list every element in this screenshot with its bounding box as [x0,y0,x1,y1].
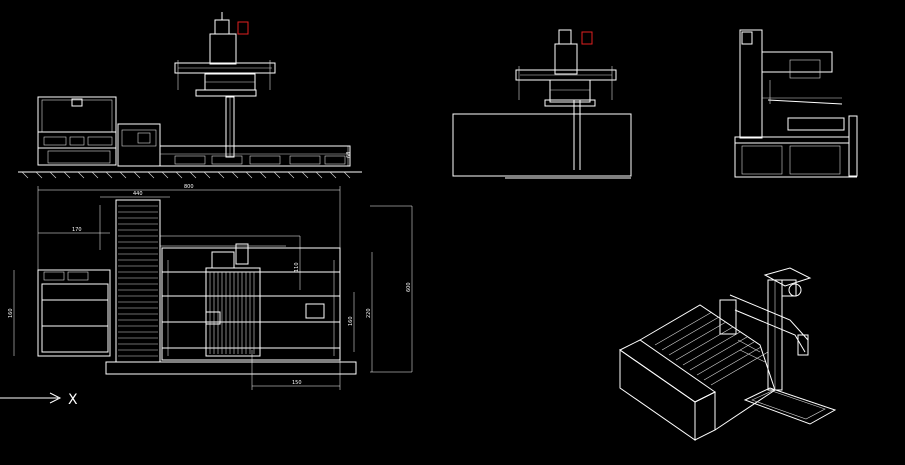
inner-height-dimension: 160 [348,316,354,326]
front-elevation-view: 68 [18,12,362,179]
x-axis-label: X [68,392,78,408]
end-elevation-view [734,29,858,178]
plan-view: 800 440 170 600 220 160 110 160 150 [8,184,413,390]
x-axis-indicator: X [0,392,78,408]
bottom-width-dimension: 150 [292,380,302,386]
side-height-dimension: 160 [8,308,14,318]
left-offset-dimension: 170 [72,227,82,233]
isometric-view [619,267,837,441]
overall-height-dimension: 600 [406,282,412,292]
upper-width-dimension: 440 [133,191,143,197]
right-height-dimension: 220 [366,308,372,318]
mid-height-dimension: 110 [294,262,300,272]
elevation-height-dimension: 68 [346,152,352,158]
side-elevation-view [452,29,632,179]
overall-width-dimension: 800 [184,184,194,190]
